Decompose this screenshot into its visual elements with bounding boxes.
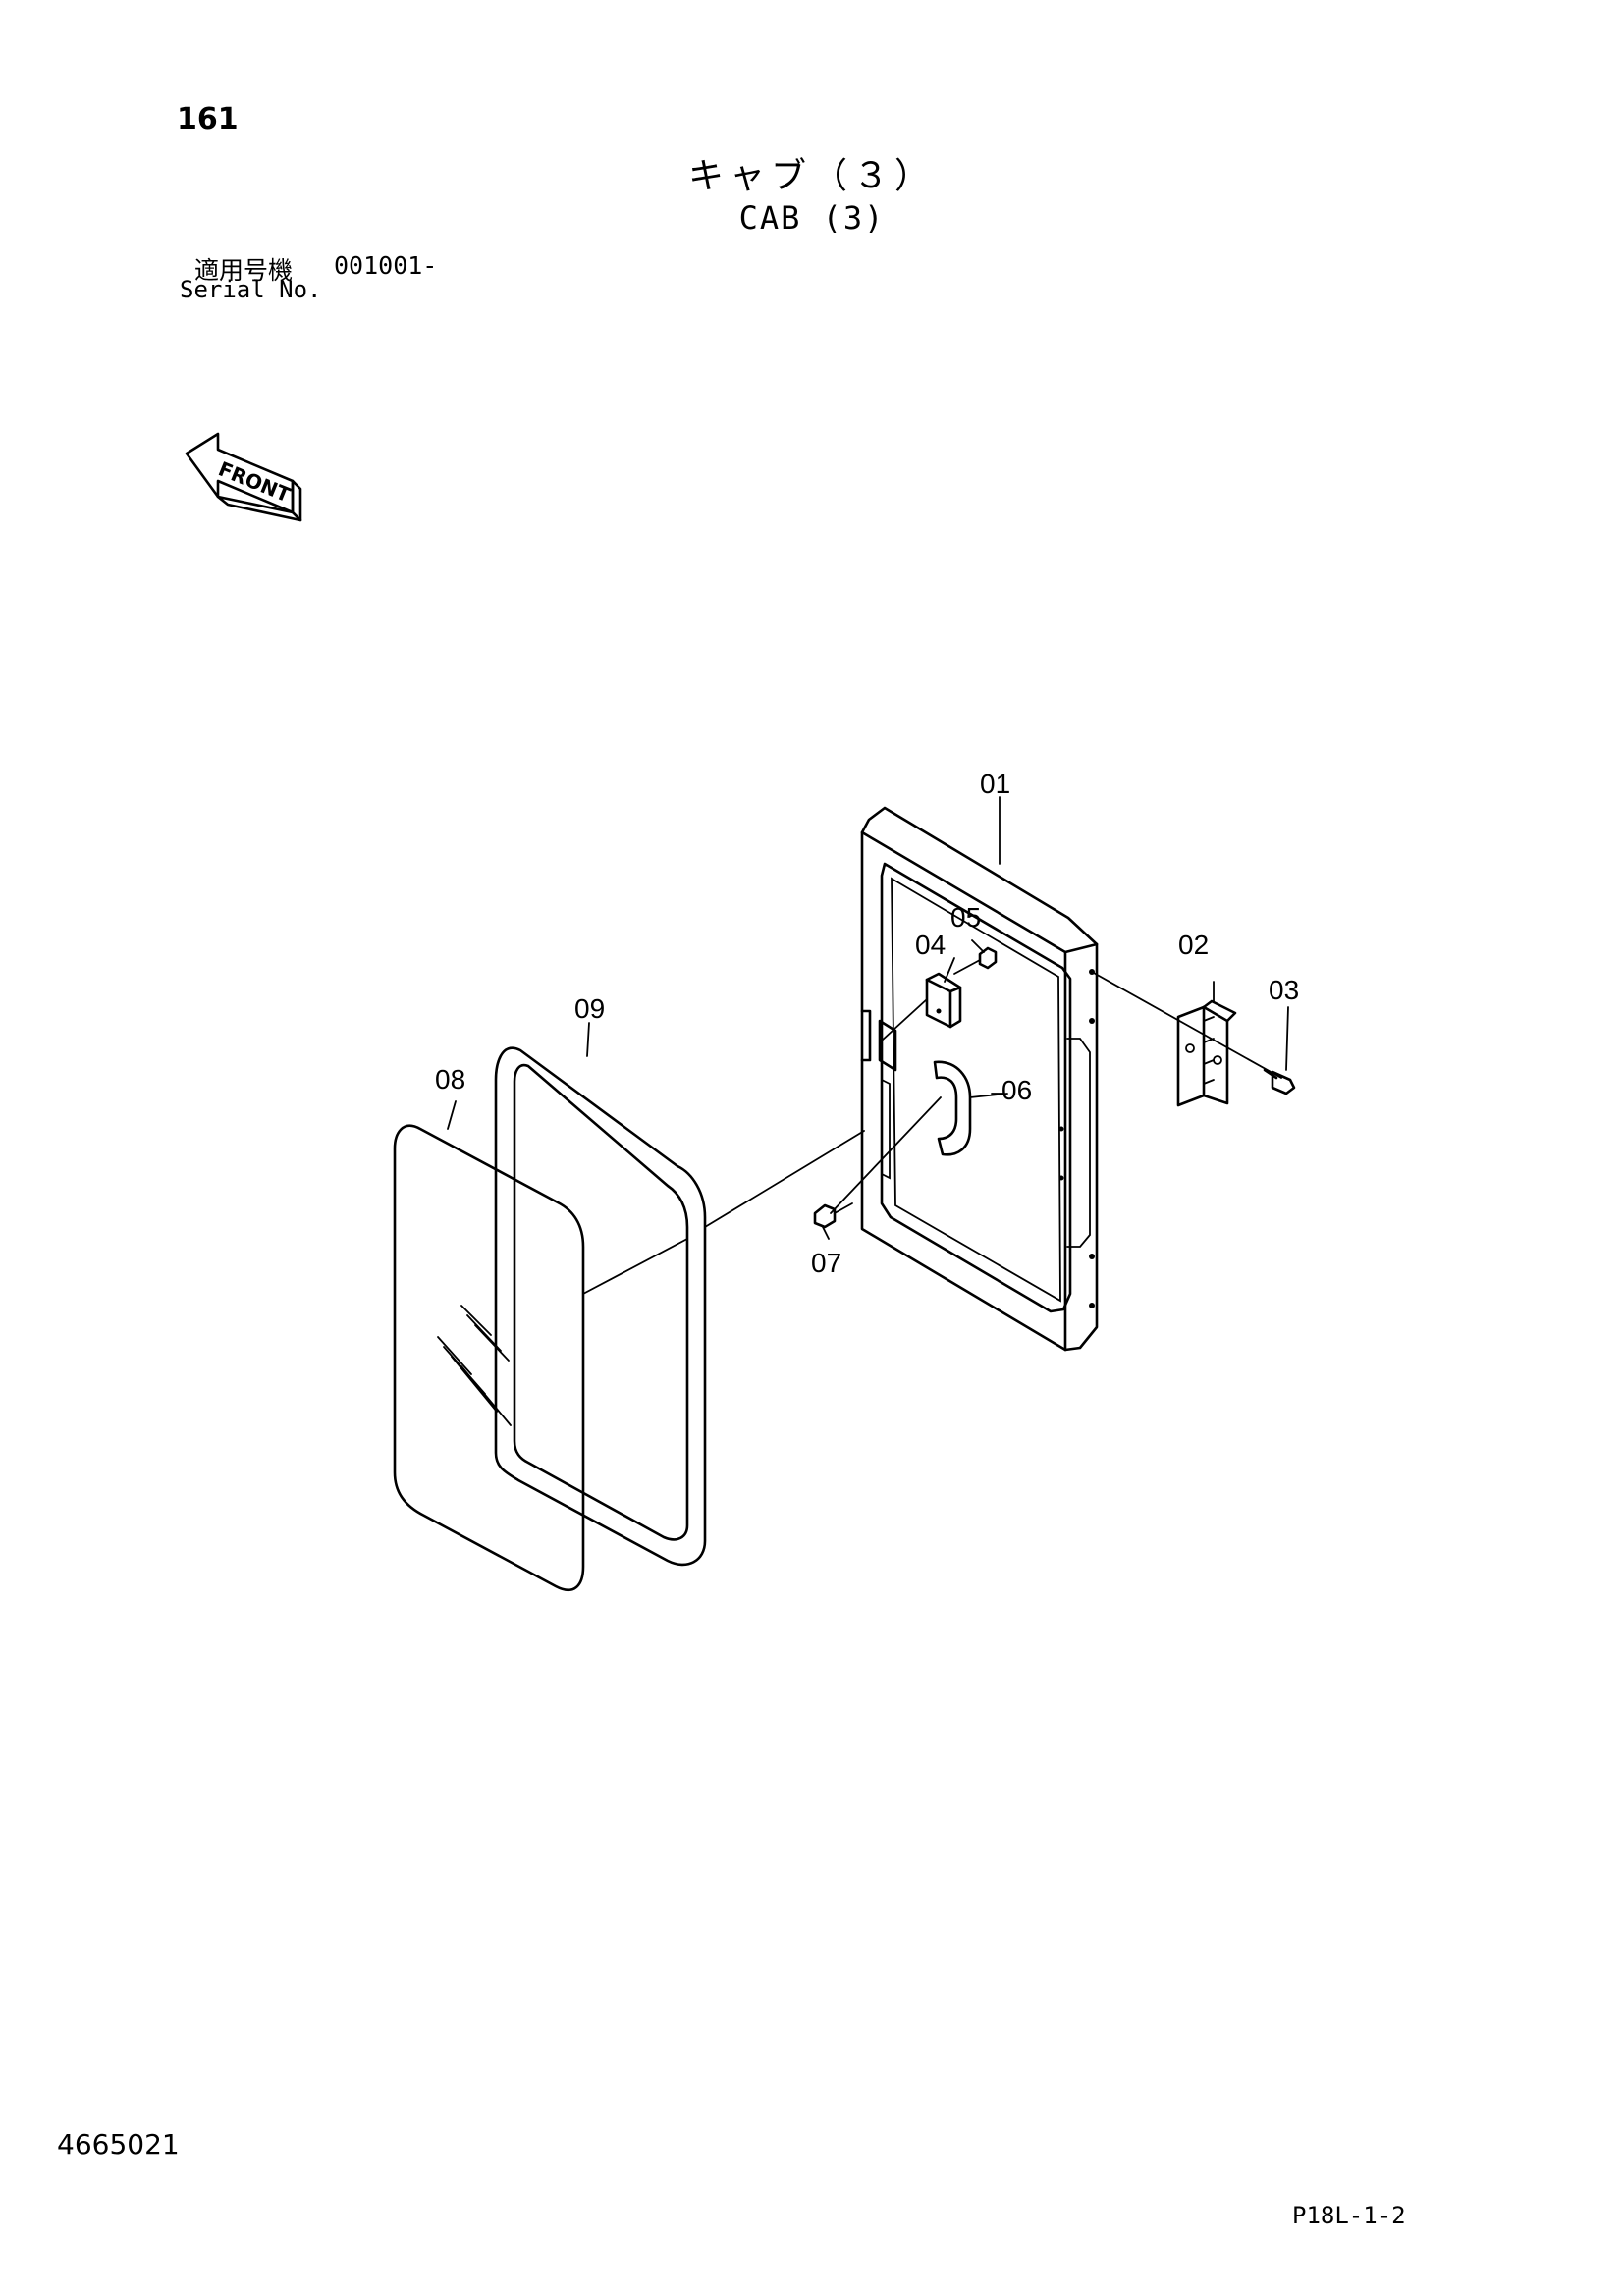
hinge <box>1091 971 1282 1107</box>
callout-05: 05 <box>950 902 981 933</box>
serial-label-english: Serial No. <box>180 276 322 303</box>
document-number: 4665021 <box>57 2128 180 2161</box>
callout-01: 01 <box>980 769 1010 799</box>
callout-09: 09 <box>574 993 605 1024</box>
handle-bolt <box>813 1096 942 1229</box>
weatherstrip <box>494 1046 865 1567</box>
page-number: 161 <box>177 102 239 136</box>
callout-04: 04 <box>915 930 946 960</box>
page-title-english: CAB (3) <box>738 199 886 237</box>
glass <box>393 1124 688 1592</box>
front-arrow-icon: FRONT <box>185 432 302 522</box>
callout-08: 08 <box>435 1064 465 1095</box>
callout-leaders <box>447 796 1289 1240</box>
serial-label-japanese: 適用号機 <box>194 256 294 285</box>
hinge-bolt <box>1263 1068 1296 1095</box>
callout-07: 07 <box>811 1248 841 1278</box>
callout-03: 03 <box>1269 975 1299 1005</box>
door-frame <box>860 806 1099 1352</box>
serial-value: 001001- <box>334 251 438 280</box>
callout-02: 02 <box>1178 930 1209 960</box>
latch <box>881 972 962 1041</box>
callout-06: 06 <box>1001 1075 1032 1105</box>
callout-labels: 01 02 03 04 05 06 07 08 09 <box>435 769 1299 1278</box>
latch-bolt <box>953 946 998 975</box>
handle <box>933 1060 1008 1156</box>
page-title-japanese: キャブ（３） <box>687 156 936 196</box>
page-code: P18L-1-2 <box>1292 2202 1406 2229</box>
